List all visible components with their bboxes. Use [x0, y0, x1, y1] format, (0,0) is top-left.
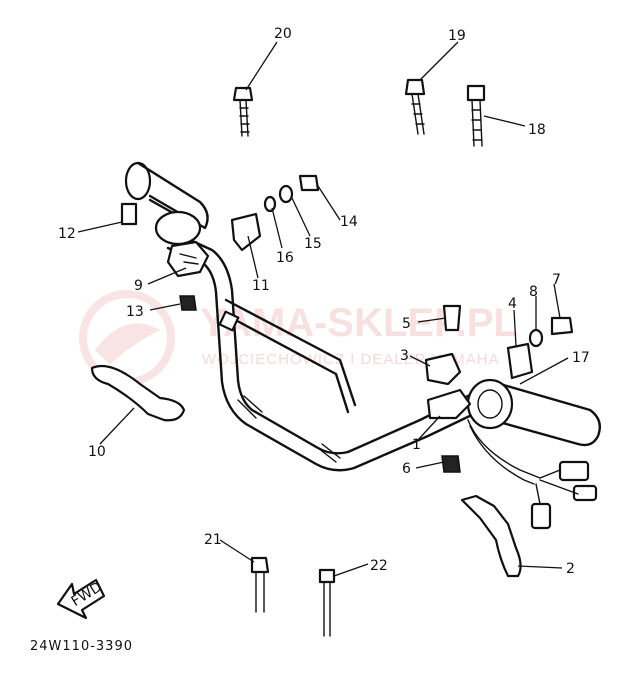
- left-grip: [124, 161, 210, 278]
- watermark-brand: YAMA-SKLEP.PL: [200, 301, 518, 345]
- watermark-logo-swoosh-icon: [95, 323, 160, 365]
- callout-19: 19: [448, 28, 466, 44]
- callout-5: 5: [402, 316, 411, 332]
- drawing-code: 24W110-3390: [30, 639, 133, 654]
- callout-9: 9: [134, 278, 143, 294]
- callout-20: 20: [274, 26, 292, 42]
- callout-14: 14: [340, 214, 358, 230]
- levers: [90, 364, 522, 578]
- callout-21: 21: [204, 532, 222, 548]
- callout-13: 13: [126, 304, 144, 320]
- callout-4: 4: [508, 296, 517, 312]
- handlebar: [166, 228, 480, 472]
- fwd-arrow-icon: FWD: [56, 578, 106, 620]
- callout-10: 10: [88, 444, 106, 460]
- callout-11: 11: [252, 278, 270, 294]
- callout-18: 18: [528, 122, 546, 138]
- callout-15: 15: [304, 236, 322, 252]
- callout-7: 7: [552, 272, 561, 288]
- callout-17: 17: [572, 350, 590, 366]
- callout-6: 6: [402, 461, 411, 477]
- callout-1: 1: [412, 437, 421, 453]
- watermark: YAMA-SKLEP.PL WOJCIECHOWICZ I DEALER YAM…: [79, 290, 518, 386]
- callout-2: 2: [566, 561, 575, 577]
- callout-22: 22: [370, 558, 388, 574]
- hardware: [120, 78, 574, 637]
- leader-lines: [77, 41, 569, 577]
- callout-16: 16: [276, 250, 294, 266]
- callout-8: 8: [529, 284, 538, 300]
- callout-3: 3: [400, 348, 409, 364]
- callout-labels: 1 2 3 4 5 6 7 8 9 10 11 12 13 14 15 16 1…: [58, 26, 590, 577]
- callout-12: 12: [58, 226, 76, 242]
- right-grip: [426, 378, 601, 530]
